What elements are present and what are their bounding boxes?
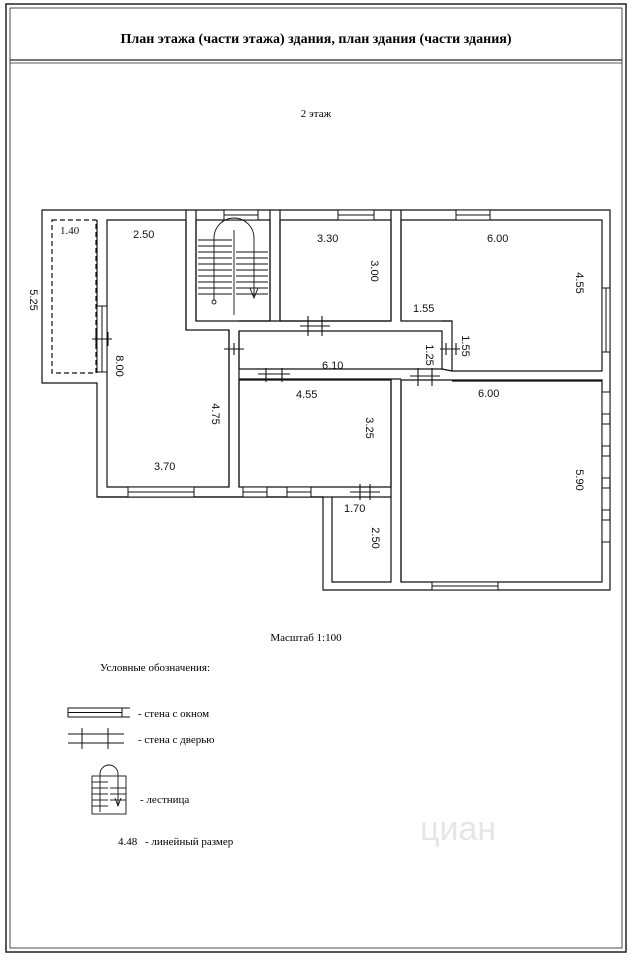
floor-label: 2 этаж — [301, 108, 332, 120]
page-title: План этажа (части этажа) здания, план зд… — [120, 32, 511, 47]
window-right-5 — [601, 519, 611, 543]
dim-left-length: 8.00 — [113, 355, 125, 376]
inner-frame — [9, 7, 623, 949]
window-right-3 — [601, 455, 611, 479]
dim-small-w: 1.70 — [344, 503, 365, 515]
window-right-4 — [601, 487, 611, 511]
room-left — [106, 219, 230, 488]
window-right-1 — [601, 391, 611, 415]
dim-left-inner: 4.75 — [209, 403, 221, 424]
dim-top-right-w: 6.00 — [487, 233, 508, 245]
dim-hall-length: 6.10 — [322, 360, 343, 372]
outer-wall-outline — [41, 209, 611, 591]
windows — [96, 209, 611, 591]
dimension-labels: 1.40 5.25 2.50 8.00 4.75 3.70 3.30 3.00 … — [27, 225, 585, 549]
dim-left-top: 2.50 — [133, 229, 154, 241]
balcony-outline — [51, 219, 97, 374]
legend-wall-window-symbol — [67, 707, 130, 718]
window-right-2 — [601, 423, 611, 447]
outer-frame — [5, 3, 627, 953]
legend-stairs-label: - лестница — [140, 794, 189, 806]
room-bottom-right — [400, 379, 603, 583]
legend-title: Условные обозначения: — [100, 662, 210, 674]
stairs-path — [213, 217, 255, 300]
room-small — [331, 496, 392, 583]
doors — [92, 316, 460, 500]
dim-balcony-length: 5.25 — [27, 289, 39, 310]
building-walls — [41, 209, 611, 591]
legend-size-label: - линейный размер — [145, 836, 234, 848]
dim-center-w: 4.55 — [296, 389, 317, 401]
dim-bottom-right-h: 5.90 — [573, 469, 585, 490]
dim-left-bottom: 3.70 — [154, 461, 175, 473]
scale-label: Масштаб 1:100 — [270, 632, 342, 644]
dim-top-right-notch: 1.55 — [413, 303, 434, 315]
stairs-symbol — [198, 217, 268, 315]
dim-hall-width: 1.25 — [423, 344, 435, 365]
legend-wall-window-label: - стена с окном — [138, 708, 209, 720]
stair-well — [195, 219, 271, 322]
dim-top-mid-h: 3.00 — [368, 260, 380, 281]
legend-wall-door-symbol — [68, 728, 124, 749]
dim-top-right-h: 4.55 — [573, 272, 585, 293]
legend-size-example: 4.48 — [118, 836, 138, 848]
dim-small-h: 2.50 — [369, 527, 381, 548]
legend-stairs-symbol — [91, 764, 127, 815]
dim-top-mid-w: 3.30 — [317, 233, 338, 245]
stairs-arrow-icon — [249, 287, 259, 300]
legend-wall-door-label: - стена с дверью — [138, 734, 214, 746]
dim-bottom-right-w: 6.00 — [478, 388, 499, 400]
dim-balcony-width: 1.40 — [60, 225, 80, 237]
dim-hall-notch: 1.55 — [459, 335, 471, 356]
watermark-logo: циан — [420, 810, 496, 848]
dim-center-h: 3.25 — [363, 417, 375, 438]
